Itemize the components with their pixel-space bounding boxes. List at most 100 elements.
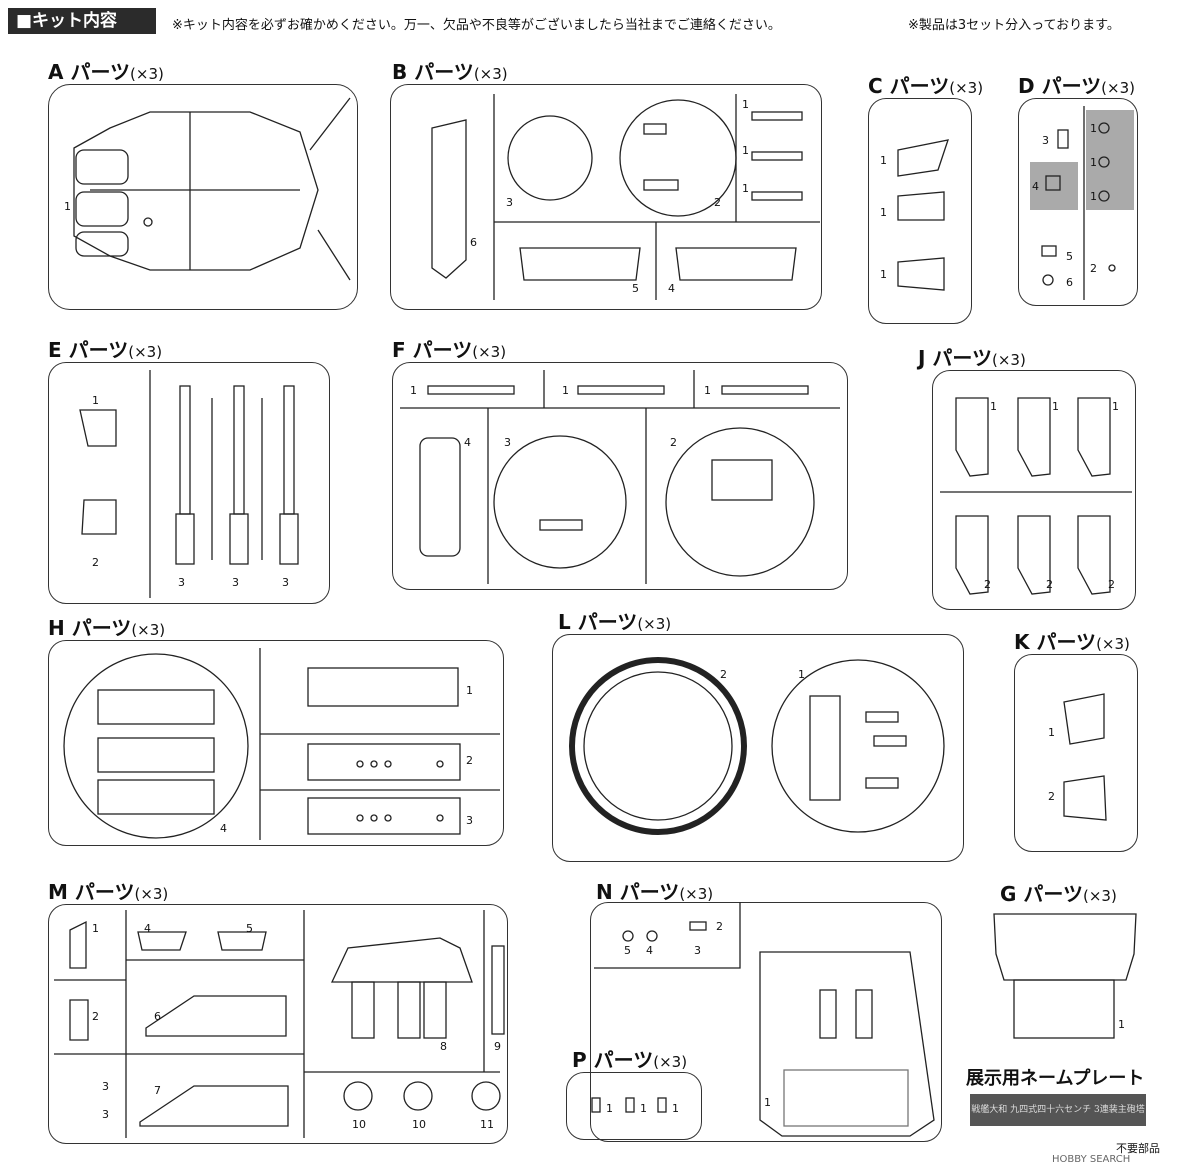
label-n-2: 2	[716, 920, 723, 933]
h-2-plate	[307, 743, 461, 781]
runner-frame-d	[1018, 98, 1138, 306]
n-1-deck	[759, 951, 935, 1137]
m-8-part	[330, 937, 473, 983]
label-c-1: 1	[880, 268, 887, 281]
label-a-1: 1	[64, 200, 71, 213]
label-m-4: 4	[144, 922, 151, 935]
label-b-4: 4	[668, 282, 675, 295]
label-h-2: 2	[466, 754, 473, 767]
b-3-disc	[507, 115, 593, 201]
e-blocks	[79, 409, 117, 535]
d-4-gray	[1030, 162, 1078, 210]
label-m-11: 11	[480, 1118, 494, 1131]
label-d-1: 1	[1090, 156, 1097, 169]
group-title-c: C パーツ(×3)	[868, 74, 984, 98]
label-e-2: 2	[92, 556, 99, 569]
label-b-3: 3	[506, 196, 513, 209]
f-4-part	[419, 437, 461, 557]
runner-frame-e	[48, 362, 330, 604]
group-title-e: E パーツ(×3)	[48, 338, 163, 362]
label-b-6: 6	[470, 236, 477, 249]
header-note-sets: ※製品は3セット分入っております。	[908, 18, 1120, 33]
label-b-5: 5	[632, 282, 639, 295]
h-4-disc	[63, 653, 249, 839]
label-h-3: 3	[466, 814, 473, 827]
p-1-part	[591, 1097, 601, 1113]
label-j-2: 2	[984, 578, 991, 591]
n-1-grille	[783, 1069, 909, 1127]
label-b-1: 1	[742, 144, 749, 157]
m-6-part	[145, 995, 287, 1037]
k-2-part	[1063, 775, 1107, 821]
runner-frame-l	[552, 634, 964, 862]
group-title-j: J パーツ(×3)	[918, 346, 1026, 370]
label-d-2: 2	[1090, 262, 1097, 275]
f-3-disc	[493, 435, 627, 569]
label-b-1: 1	[742, 98, 749, 111]
m-1-2-parts	[69, 920, 89, 1041]
runner-frame-a	[48, 84, 358, 310]
label-p-1: 1	[606, 1102, 613, 1115]
m-7-part	[139, 1085, 289, 1127]
f-1-rail	[427, 385, 515, 395]
group-title-a: A パーツ(×3)	[48, 60, 164, 84]
label-f-4: 4	[464, 436, 471, 449]
l-2-ring	[569, 657, 747, 835]
b-2-disc	[619, 99, 737, 217]
label-e-3: 3	[282, 576, 289, 589]
j-2-parts	[955, 515, 1111, 595]
m-11-part	[471, 1081, 501, 1111]
runner-frame-m	[48, 904, 508, 1144]
label-k-2: 2	[1048, 790, 1055, 803]
label-m-9: 9	[494, 1040, 501, 1053]
header-note: ※キット内容を必ずお確かめください。万一、欠品や不良等がございましたら当社までご…	[172, 18, 781, 33]
label-j-1: 1	[990, 400, 997, 413]
label-p-1: 1	[672, 1102, 679, 1115]
label-d-4: 4	[1032, 180, 1039, 193]
label-b-1: 1	[742, 182, 749, 195]
section-header: ■キット内容	[8, 8, 156, 34]
runner-frame-f	[392, 362, 848, 590]
label-e-1: 1	[92, 394, 99, 407]
label-d-6: 6	[1066, 276, 1073, 289]
group-title-h: H パーツ(×3)	[48, 616, 166, 640]
label-c-1: 1	[880, 154, 887, 167]
label-j-2: 2	[1108, 578, 1115, 591]
label-h-4: 4	[220, 822, 227, 835]
label-f-1: 1	[704, 384, 711, 397]
group-title-d: D パーツ(×3)	[1018, 74, 1135, 98]
e-barrel	[179, 385, 191, 515]
label-d-1: 1	[1090, 122, 1097, 135]
group-title-m: M パーツ(×3)	[48, 880, 169, 904]
runner-frame-j	[932, 370, 1136, 610]
label-j-2: 2	[1046, 578, 1053, 591]
label-d-3: 3	[1042, 134, 1049, 147]
k-1-part	[1063, 693, 1105, 745]
runner-frame-b	[390, 84, 822, 310]
g-1-part	[993, 913, 1137, 981]
label-l-1: 1	[798, 668, 805, 681]
runner-frame-c	[868, 98, 972, 324]
runner-frame-h	[48, 640, 504, 846]
l-1-disc	[771, 659, 945, 833]
runner-frame-p	[566, 1072, 702, 1140]
label-p-1: 1	[640, 1102, 647, 1115]
unneeded-parts-label: 不要部品	[1116, 1142, 1160, 1155]
label-e-3: 3	[178, 576, 185, 589]
runner-frame-n	[590, 902, 942, 1142]
label-m-10: 10	[412, 1118, 426, 1131]
label-b-2: 2	[714, 196, 721, 209]
label-m-8: 8	[440, 1040, 447, 1053]
runner-frame-k	[1014, 654, 1138, 852]
d-1-gray	[1086, 110, 1134, 210]
label-e-3: 3	[232, 576, 239, 589]
label-h-1: 1	[466, 684, 473, 697]
label-j-1: 1	[1112, 400, 1119, 413]
label-m-3: 3	[102, 1080, 109, 1093]
group-title-l: L パーツ(×3)	[558, 610, 672, 634]
label-c-1: 1	[880, 206, 887, 219]
h-1-plate	[307, 667, 459, 707]
group-title-b: B パーツ(×3)	[392, 60, 508, 84]
label-m-7: 7	[154, 1084, 161, 1097]
a-hatch	[75, 149, 129, 185]
